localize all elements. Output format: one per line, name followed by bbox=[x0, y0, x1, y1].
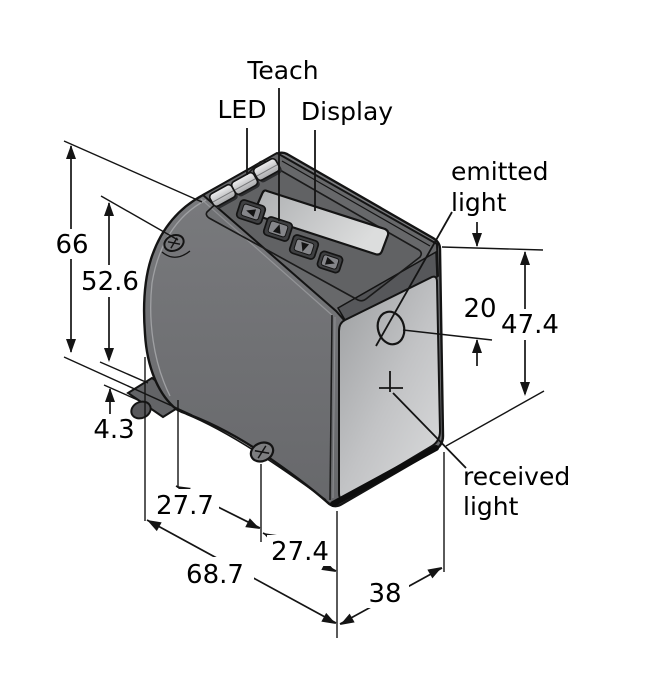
dim-overall-height: 66 bbox=[55, 230, 88, 260]
dim-front-face-height: 47.4 bbox=[501, 310, 559, 340]
extension-line bbox=[441, 246, 544, 251]
arrowhead bbox=[321, 612, 339, 629]
arrowhead bbox=[66, 339, 76, 353]
top-edge-bevel-line bbox=[281, 160, 431, 247]
arrow-button-2 bbox=[262, 216, 294, 242]
teach-label: Teach bbox=[246, 56, 318, 85]
edge-highlight bbox=[200, 198, 334, 317]
corner-strip-line bbox=[329, 314, 333, 501]
right-arrow-icon bbox=[324, 256, 335, 265]
led-button bbox=[208, 183, 238, 209]
dim-overall-width: 68.7 bbox=[186, 560, 244, 590]
dim-rear-to-hole: 27.7 bbox=[156, 491, 214, 521]
emitted-light-label-line2: light bbox=[451, 188, 507, 217]
dim-hole-to-front: 27.4 bbox=[271, 537, 329, 567]
label-mask bbox=[496, 309, 564, 340]
extension-line bbox=[100, 195, 179, 241]
arrowhead bbox=[245, 518, 263, 534]
led-indicator-buttons bbox=[208, 157, 282, 209]
received-light-leader-line bbox=[392, 392, 467, 469]
left-arrow-icon bbox=[246, 209, 257, 218]
up-arrow-icon bbox=[272, 224, 281, 235]
received-light-label-line2: light bbox=[463, 492, 519, 521]
arrowhead bbox=[337, 613, 355, 630]
dim-body-height: 52.6 bbox=[81, 267, 139, 297]
emitted-light-leader-line bbox=[375, 211, 453, 347]
dim-depth: 38 bbox=[368, 579, 401, 609]
screw-boss-line bbox=[161, 250, 191, 258]
extension-line bbox=[63, 356, 193, 416]
extension-line bbox=[99, 361, 149, 384]
arrow-button-3 bbox=[288, 234, 320, 260]
screw-icon bbox=[249, 441, 275, 463]
dim-dovetail-offset: 4.3 bbox=[93, 415, 134, 445]
diagram-text: Teach LED Display emitted light received… bbox=[55, 56, 570, 609]
extension-line bbox=[445, 390, 545, 447]
extension-line bbox=[402, 329, 493, 341]
down-arrow-icon bbox=[301, 241, 310, 252]
front-bottom-edge bbox=[330, 445, 439, 507]
receiver-mark-icon bbox=[379, 371, 403, 392]
label-mask bbox=[267, 535, 333, 566]
arrowhead bbox=[105, 388, 115, 402]
dim-emitter-offset: 20 bbox=[463, 294, 496, 324]
arrowhead bbox=[472, 233, 482, 247]
arrowhead bbox=[66, 145, 76, 159]
arrowhead bbox=[472, 339, 482, 353]
arrowhead bbox=[520, 382, 530, 396]
extension-line bbox=[103, 384, 141, 402]
teach-buttons bbox=[235, 199, 344, 274]
corner-strip-highlight bbox=[332, 316, 336, 499]
emitter-lens-icon bbox=[376, 310, 406, 346]
arrow-button-4 bbox=[316, 250, 344, 274]
label-mask bbox=[176, 557, 254, 590]
label-mask bbox=[79, 265, 141, 297]
led-label: LED bbox=[218, 95, 267, 124]
left-edge-highlight bbox=[150, 199, 207, 397]
callout-leaders bbox=[246, 88, 467, 469]
display-label: Display bbox=[301, 97, 393, 126]
emitted-light-label-line1: emitted bbox=[451, 157, 549, 186]
extension-line bbox=[63, 140, 203, 203]
arrowhead bbox=[520, 251, 530, 265]
extension-lines bbox=[63, 140, 545, 638]
arrowhead bbox=[104, 202, 114, 216]
arrowhead bbox=[104, 348, 114, 362]
label-masks bbox=[46, 229, 564, 608]
led-button bbox=[252, 157, 282, 183]
label-mask bbox=[151, 489, 219, 519]
led-button bbox=[230, 171, 260, 197]
label-mask bbox=[46, 229, 98, 259]
display-screen bbox=[253, 189, 390, 256]
label-mask bbox=[361, 576, 409, 608]
sensor-body bbox=[126, 151, 445, 508]
received-light-label-line1: received bbox=[463, 462, 570, 491]
arrow-button-1 bbox=[235, 199, 267, 225]
arrowhead bbox=[427, 562, 445, 579]
